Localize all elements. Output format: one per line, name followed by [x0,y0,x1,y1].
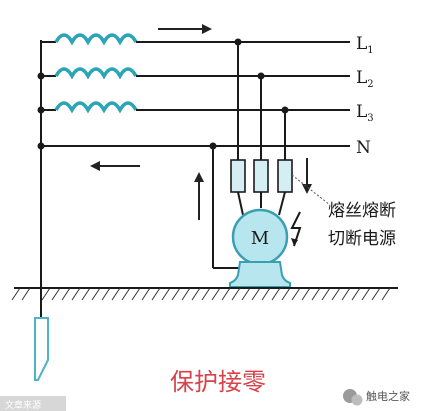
fuse-note-line2: 切断电源 [328,229,396,249]
coil-l3 [54,101,138,114]
motor-label: M [251,228,269,249]
motor-base [229,261,291,288]
wechat-icon [343,389,363,406]
fuse-note-line1: 熔丝熔断 [328,201,396,221]
ground-electrode [34,317,49,381]
diagram-caption: 保护接零 [170,368,266,396]
fuse-out-1 [237,191,244,216]
fuse-1 [230,159,246,193]
watermark-left-bg [0,396,66,411]
label-l2: L2 [356,68,374,90]
fuse-out-3 [278,191,286,216]
watermark-right: 触电之家 [366,389,410,403]
ground-hatch [11,287,391,301]
label-l3: L3 [356,102,374,124]
current-arrow-left [90,161,140,171]
note-leader [291,174,331,206]
fuse-3 [277,159,293,193]
fault-arrow-down [302,158,312,194]
coil-l1 [54,33,138,46]
fault-lightning-icon [290,211,302,247]
watermark-left: 文章来源 [5,399,41,411]
label-l1: L1 [356,34,374,56]
coil-l2 [54,67,138,80]
current-arrow-right [158,24,212,34]
label-n: N [356,138,371,158]
fuse-2 [253,159,269,193]
fault-arrow-up [194,172,204,220]
